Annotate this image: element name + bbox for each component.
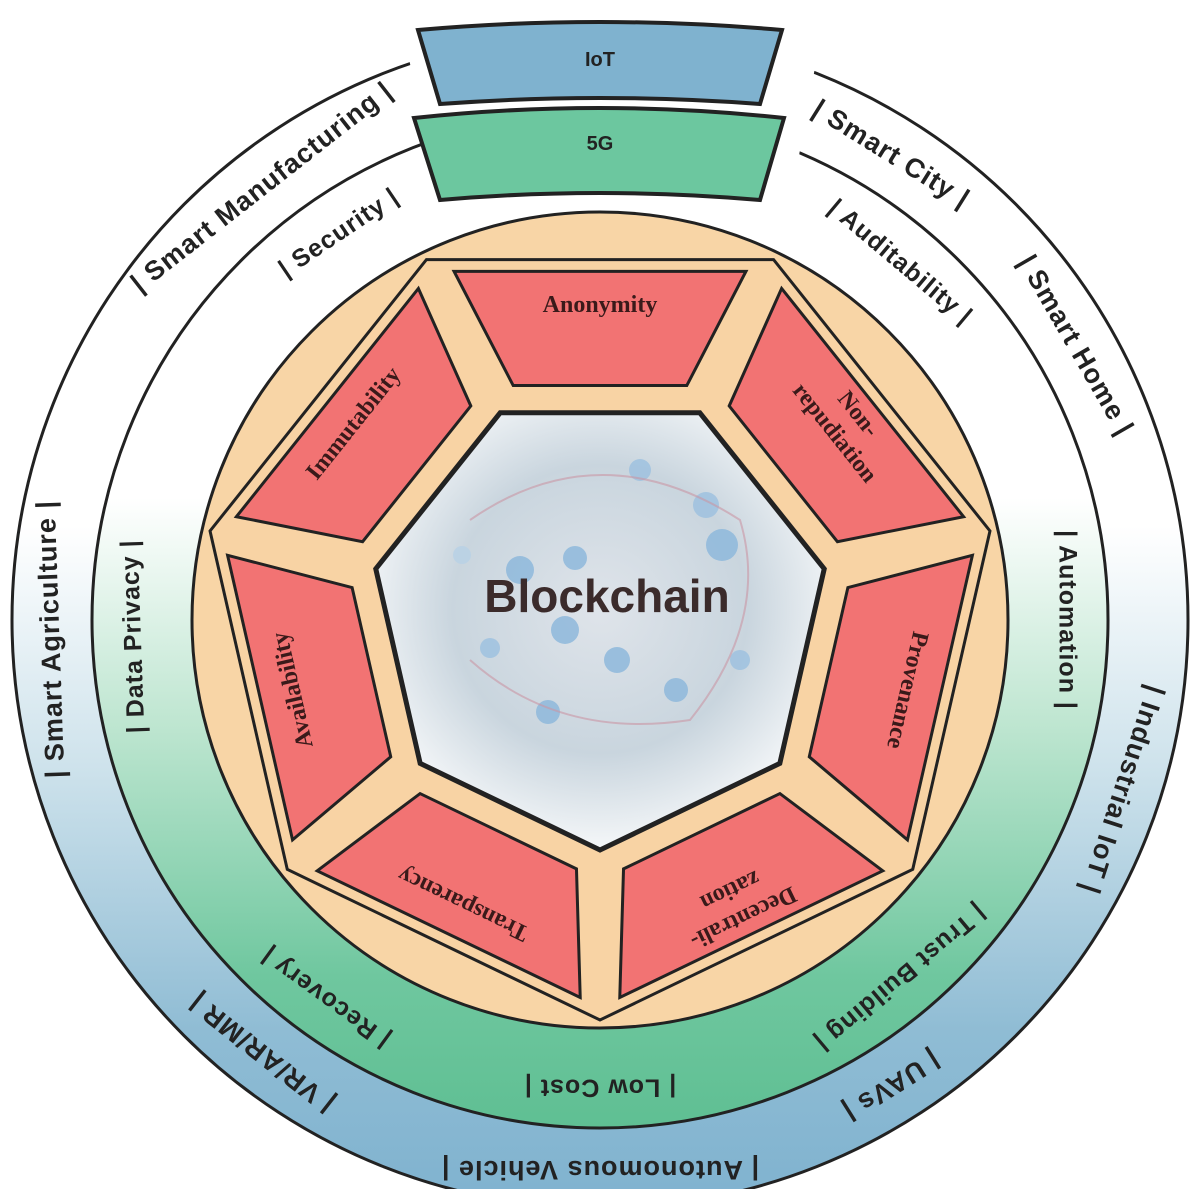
property-segment: [807, 553, 975, 843]
ring-label: | Autonomous Vehicle |: [441, 1155, 759, 1185]
ring-label: | Automation |: [1053, 530, 1081, 710]
iot-tab: IoT: [415, 20, 785, 107]
property-segment: [314, 791, 582, 1000]
property-segment: [233, 285, 473, 544]
property-segment: [225, 553, 393, 843]
ring-label: | Low Cost |: [524, 1073, 676, 1101]
5g-tab-label: 5G: [587, 133, 614, 155]
network-decoration: [453, 459, 750, 725]
ring-label: | Data Privacy |: [116, 539, 151, 734]
property-segment: [618, 791, 886, 1000]
property-segments: AnonymityNon-repudiationProvenanceDecent…: [225, 269, 975, 1000]
property-segment: [727, 285, 967, 544]
property-label-line: Anonymity: [543, 292, 658, 318]
blockchain-title: Blockchain: [484, 570, 729, 622]
property-label: Anonymity: [543, 292, 658, 318]
property-segment: [451, 269, 749, 388]
iot-tab-label: IoT: [585, 49, 615, 71]
blockchain-core: [373, 410, 827, 853]
5g-tab: 5G: [411, 106, 787, 203]
